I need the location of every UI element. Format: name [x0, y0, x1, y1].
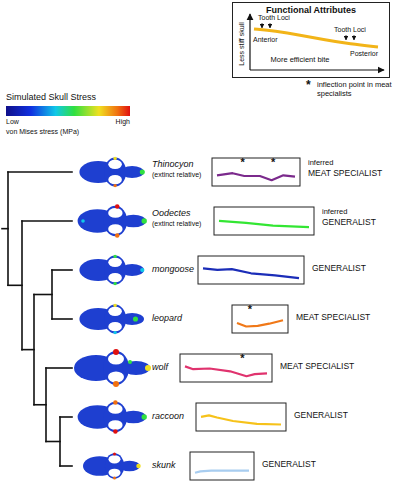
skull — [79, 255, 144, 286]
panel-title: Functional Attributes — [233, 3, 389, 15]
tree-branch — [52, 318, 72, 320]
tree-branch — [8, 171, 72, 173]
color-bar-label: High — [116, 118, 130, 126]
asterisk-mark: * — [271, 156, 275, 169]
tree-branch — [8, 285, 22, 287]
tooth-arrow — [354, 35, 355, 40]
stress-curve — [219, 221, 309, 227]
skull — [74, 349, 151, 387]
skull — [79, 304, 144, 335]
taxon-label: raccoon — [152, 411, 184, 421]
taxon-label: leopard — [152, 313, 182, 323]
taxon-label: (extinct relative) — [152, 171, 201, 179]
taxon-label: MEAT SPECIALIST — [308, 169, 382, 179]
tree-branch — [22, 220, 72, 222]
tooth-arrow — [346, 35, 347, 40]
tree-branch — [60, 465, 72, 467]
taxon-label: inferred — [308, 159, 333, 168]
axis-label: Less stiff skull — [238, 22, 246, 65]
skull — [78, 204, 147, 237]
taxon-label: (extinct relative) — [152, 220, 201, 228]
taxon-label: Oodectes — [152, 208, 191, 218]
axis-arrow — [249, 14, 250, 70]
axis-label: Tooth Loci — [334, 26, 366, 34]
taxon-label: GENERALIST — [262, 460, 316, 470]
taxon-label: inferred — [322, 208, 347, 217]
axis-label: Posterior — [350, 50, 378, 58]
tree-branch — [2, 228, 8, 230]
tree-branch — [34, 294, 52, 296]
tree-branch — [33, 295, 35, 405]
tree-branch — [21, 221, 23, 350]
stress-curve — [201, 415, 281, 424]
axis-label: More efficient bite — [270, 56, 329, 65]
asterisk-mark: * — [241, 156, 245, 169]
skull — [79, 157, 144, 188]
stress-curve — [217, 173, 295, 180]
chart-box — [190, 452, 254, 480]
stress-curve — [195, 471, 249, 473]
tree-branch — [51, 270, 53, 319]
chart-box — [196, 403, 286, 431]
axis-label: inflection point in meat specialists — [317, 81, 393, 98]
color-bar-label: Simulated Skull Stress — [6, 92, 96, 102]
chart-box — [214, 207, 314, 235]
tree-branch — [22, 349, 34, 351]
tree-branch — [7, 172, 9, 285]
tree-branch — [52, 269, 72, 271]
taxon-label: MEAT SPECIALIST — [280, 362, 354, 372]
asterisk-mark: * — [248, 303, 252, 316]
tooth-arrow — [262, 23, 263, 28]
axis-label: Anterior — [253, 36, 278, 44]
axis-arrow — [250, 69, 384, 70]
asterisk-mark: * — [306, 79, 311, 93]
taxon-label: skunk — [152, 460, 176, 470]
taxon-label: MEAT SPECIALIST — [296, 313, 370, 323]
tree-branch — [60, 416, 72, 418]
tree-branch — [45, 368, 47, 442]
skull — [78, 400, 147, 433]
chart-box — [198, 256, 304, 284]
tree-branch — [34, 404, 46, 406]
tree-branch — [59, 417, 61, 466]
taxon-label: GENERALIST — [294, 411, 348, 421]
stress-curve — [185, 366, 267, 376]
chart-box — [180, 354, 272, 382]
color-bar-label: Low — [6, 118, 19, 126]
stress-curve — [237, 320, 283, 326]
tree-branch — [46, 441, 60, 443]
taxon-label: GENERALIST — [312, 264, 366, 274]
taxon-label: wolf — [152, 362, 168, 372]
chart-box — [212, 158, 300, 186]
axis-label: Tooth Loci — [258, 14, 290, 22]
chart-box — [232, 305, 288, 333]
taxon-label: mongoose — [152, 264, 194, 274]
color-bar-label: von Mises stress (MPa) — [6, 128, 79, 136]
stress-curve — [203, 268, 299, 278]
skull — [83, 453, 141, 480]
phylogeny — [2, 172, 72, 466]
taxon-label: GENERALIST — [322, 218, 376, 228]
color-bar — [6, 106, 130, 116]
taxon-label: Thinocyon — [152, 159, 194, 169]
asterisk-mark: * — [240, 352, 244, 365]
tooth-arrow — [270, 23, 271, 28]
tree-branch — [46, 367, 72, 369]
